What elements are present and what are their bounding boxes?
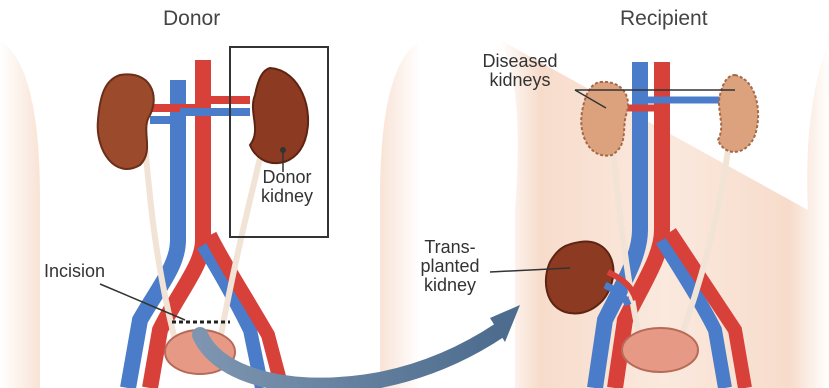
incision-label: Incision [44,262,105,281]
recipient-bladder [622,328,698,372]
donor-title: Donor [163,8,220,30]
donor-left-kidney [98,74,154,169]
diseased-label-line1: Diseased [470,52,570,71]
transplanted-label-line3: kidney [405,276,495,295]
recipient-right-diseased-kidney [718,75,758,152]
recipient-left-diseased-kidney [581,82,628,156]
donor-kidney-label: Donor kidney [247,168,327,206]
transplanted-label-line2: planted [405,257,495,276]
transplanted-kidney-label: Trans- planted kidney [405,238,495,295]
donor-kidney-label-line1: Donor [247,168,327,187]
donor-kidney-label-line2: kidney [247,187,327,206]
recipient-title: Recipient [620,8,708,30]
transplanted-label-line1: Trans- [405,238,495,257]
diseased-kidneys-label: Diseased kidneys [470,52,570,90]
donor-right-kidney [250,68,308,163]
diseased-label-line2: kidneys [470,71,570,90]
